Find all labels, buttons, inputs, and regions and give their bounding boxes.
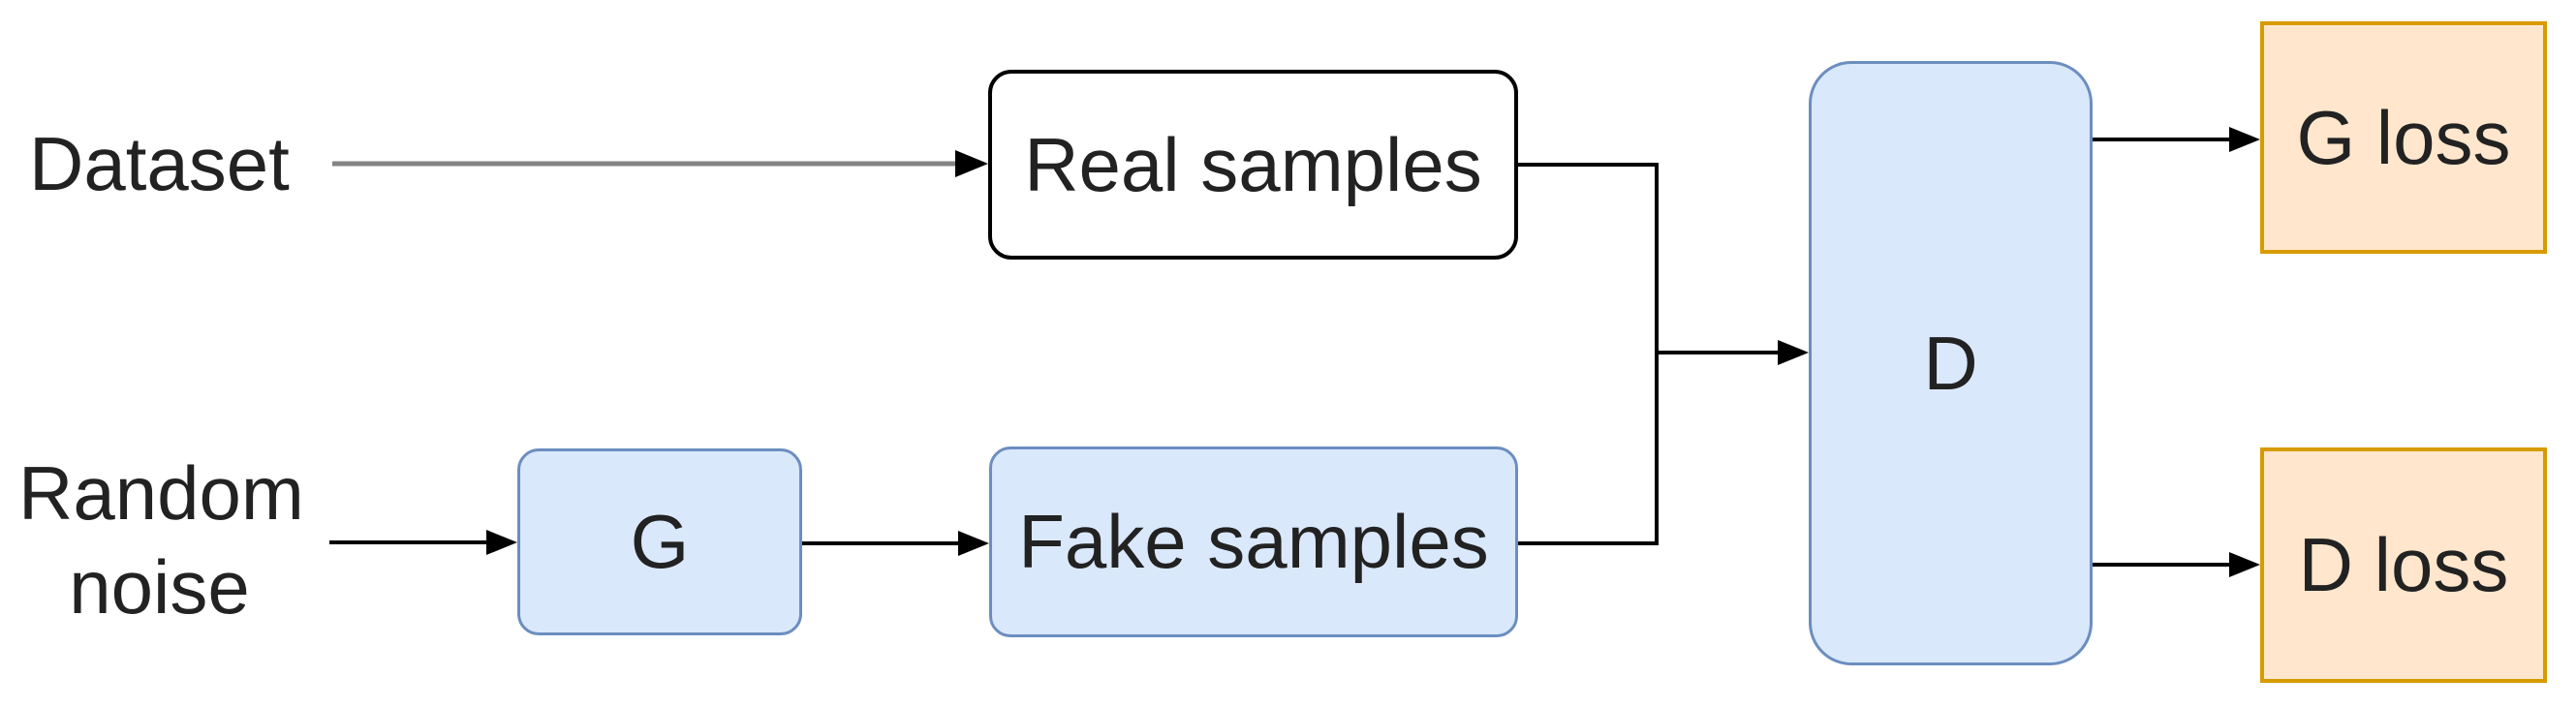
arrowhead-merge-to-discriminator (1778, 340, 1809, 365)
real-samples-label: Real samples (1024, 121, 1482, 207)
node-real-samples: Real samples (988, 70, 1518, 260)
node-discriminator: D (1809, 61, 2093, 665)
node-d-loss: D loss (2260, 447, 2547, 683)
d-loss-label: D loss (2298, 522, 2509, 607)
random-noise-line1: Random (18, 450, 304, 536)
fake-samples-label: Fake samples (1018, 499, 1489, 584)
g-loss-label: G loss (2296, 94, 2511, 180)
random-noise-line2: noise (69, 544, 250, 630)
arrowhead-random-noise-to-generator (486, 530, 517, 555)
discriminator-label: D (1923, 320, 1978, 406)
random-noise-label: Random noise (18, 446, 304, 634)
arrowhead-discriminator-to-g-loss (2229, 127, 2260, 152)
arrowhead-generator-to-fake-samples (958, 531, 989, 556)
node-fake-samples: Fake samples (989, 446, 1518, 637)
dataset-label: Dataset (29, 121, 290, 206)
edge-samples-merge-to-discriminator (1518, 163, 1780, 545)
node-g-loss: G loss (2260, 21, 2547, 254)
node-generator: G (517, 448, 802, 635)
arrowhead-dataset-to-real-samples (955, 150, 988, 177)
arrowhead-discriminator-to-d-loss (2229, 552, 2260, 577)
generator-label: G (630, 499, 690, 584)
